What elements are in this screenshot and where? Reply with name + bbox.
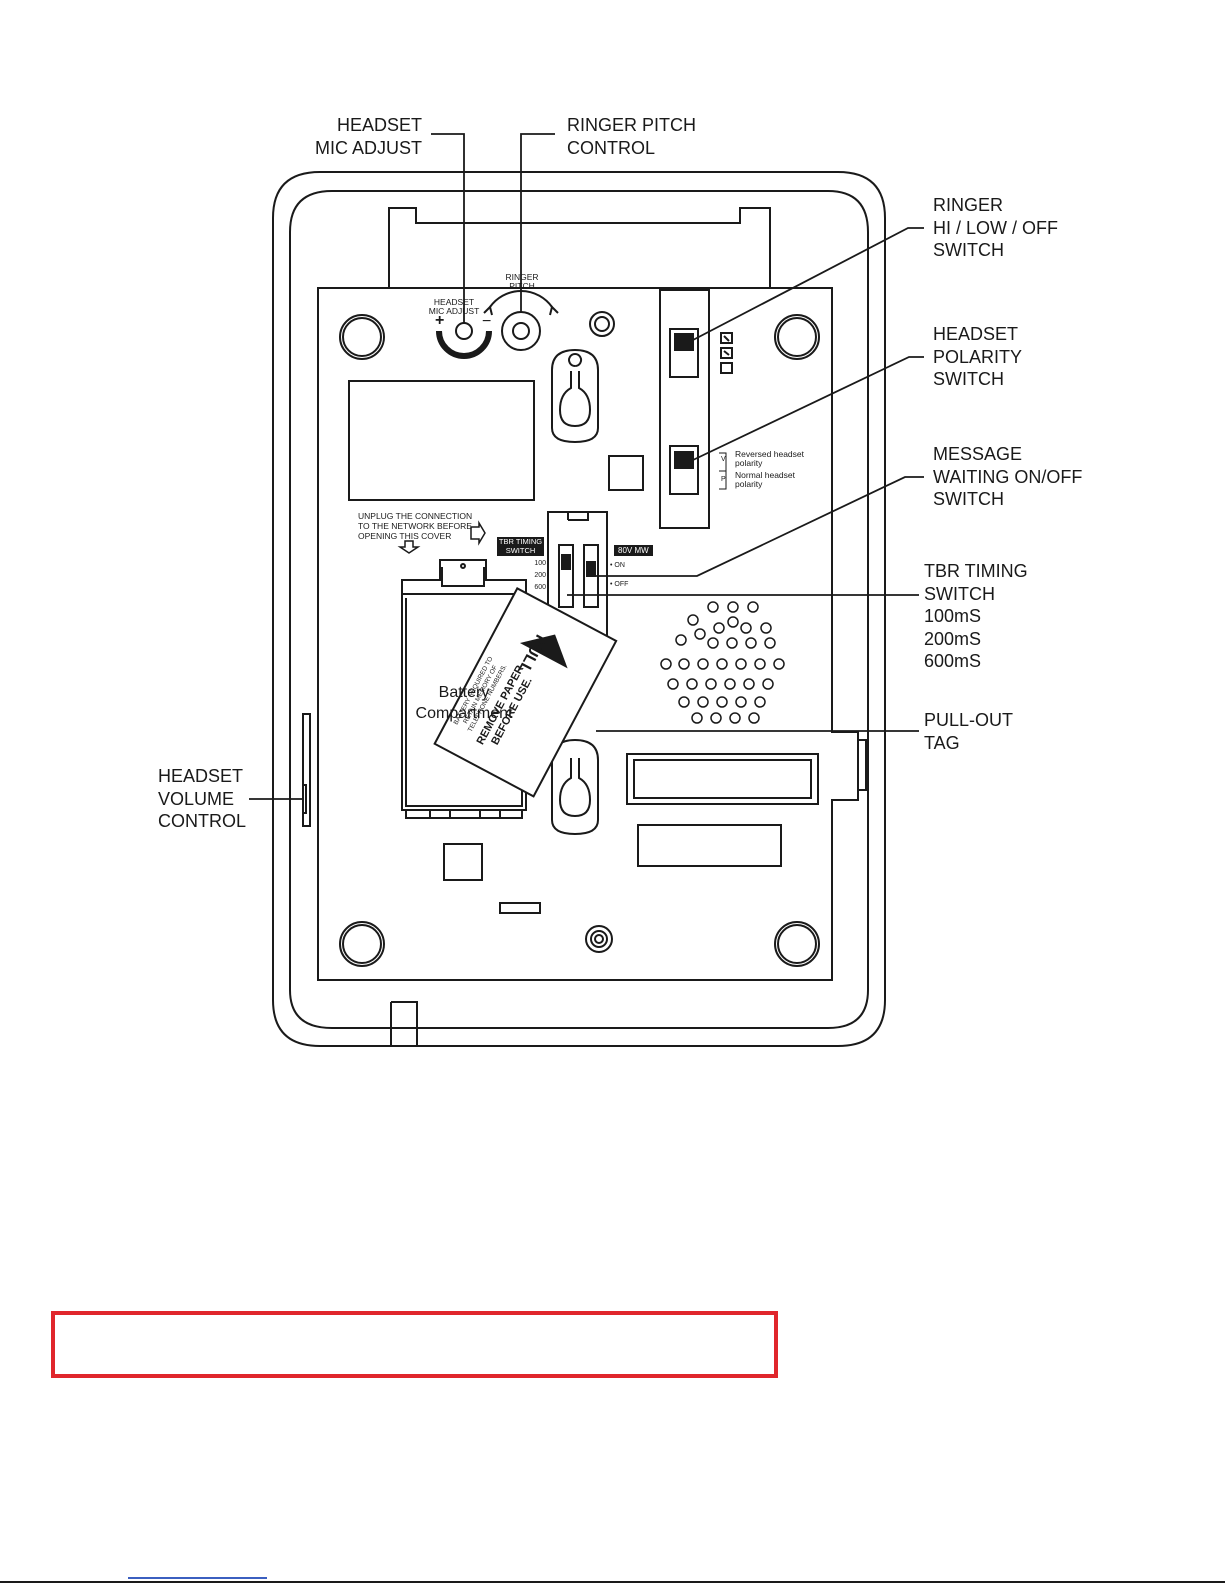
- foot-bottom-left: [339, 921, 385, 967]
- volume-control: [302, 713, 311, 827]
- mw-badge: 80V MW: [614, 545, 653, 556]
- callout-message-waiting: MESSAGE WAITING ON/OFF SWITCH: [933, 444, 1083, 509]
- mw-off-label: • OFF: [610, 581, 629, 588]
- top-recess: [388, 207, 771, 289]
- inner-housing: [289, 190, 869, 1029]
- tbr-badge: TBR TIMING SWITCH: [497, 537, 544, 556]
- polarity-v-mark: V: [721, 456, 726, 463]
- tbr-values: 100 200 600: [534, 560, 546, 591]
- keyhole-top: [551, 348, 599, 444]
- callout-headset-polarity: HEADSET POLARITY SWITCH: [933, 324, 1023, 389]
- slot-right: [626, 753, 819, 805]
- mic-adjust-knob: [455, 322, 473, 340]
- ringer-pitch-label: RINGER PITCH: [505, 272, 539, 291]
- foot-top-left: [339, 314, 385, 360]
- page-bottom-rule: [0, 1581, 1225, 1583]
- ringer-pitch-knob: [501, 311, 541, 351]
- label-area: [348, 380, 535, 501]
- mic-adjust-label: HEADSET MIC ADJUST: [428, 297, 480, 316]
- battery-label: Battery Compartment: [415, 684, 513, 722]
- speaker-grille: [660, 601, 785, 724]
- pull-out-tag: [433, 587, 618, 798]
- network-warning-label: UNPLUG THE CONNECTION TO THE NETWORK BEF…: [358, 511, 473, 541]
- foot-top-right: [774, 314, 820, 360]
- callout-headset-mic-adjust: HEADSET MIC ADJUST: [314, 115, 422, 158]
- normal-polarity-label: Normal headset polarity: [735, 470, 796, 489]
- callout-ringer-switch: RINGER HI / LOW / OFF SWITCH: [933, 195, 1058, 260]
- empty-highlight-box: [51, 1311, 778, 1378]
- callout-pull-out-tag: PULL-OUT TAG: [924, 710, 1014, 753]
- minus-sign: −: [482, 313, 492, 330]
- main-panel: [317, 287, 859, 981]
- screw-bottom: [585, 925, 613, 953]
- mw-on-label: • ON: [610, 562, 625, 569]
- link-underline: [128, 1577, 267, 1579]
- plus-sign: +: [435, 312, 445, 329]
- battery-compartment: [401, 559, 527, 811]
- callout-leaders: [249, 133, 924, 800]
- outer-housing: [272, 171, 886, 1047]
- callout-headset-volume: HEADSET VOLUME CONTROL: [158, 766, 247, 831]
- reversed-polarity-label: Reversed headset polarity: [735, 449, 804, 468]
- callout-tbr-timing: TBR TIMING SWITCH 100mS 200mS 600mS: [924, 561, 1028, 671]
- polarity-p-mark: P: [721, 476, 726, 483]
- switch-panel: [659, 289, 710, 529]
- callout-ringer-pitch-control: RINGER PITCH CONTROL: [567, 115, 697, 158]
- foot-bottom-right: [774, 921, 820, 967]
- keyhole-bottom: [551, 738, 599, 836]
- screw-top: [589, 311, 615, 337]
- label-right: [637, 824, 782, 867]
